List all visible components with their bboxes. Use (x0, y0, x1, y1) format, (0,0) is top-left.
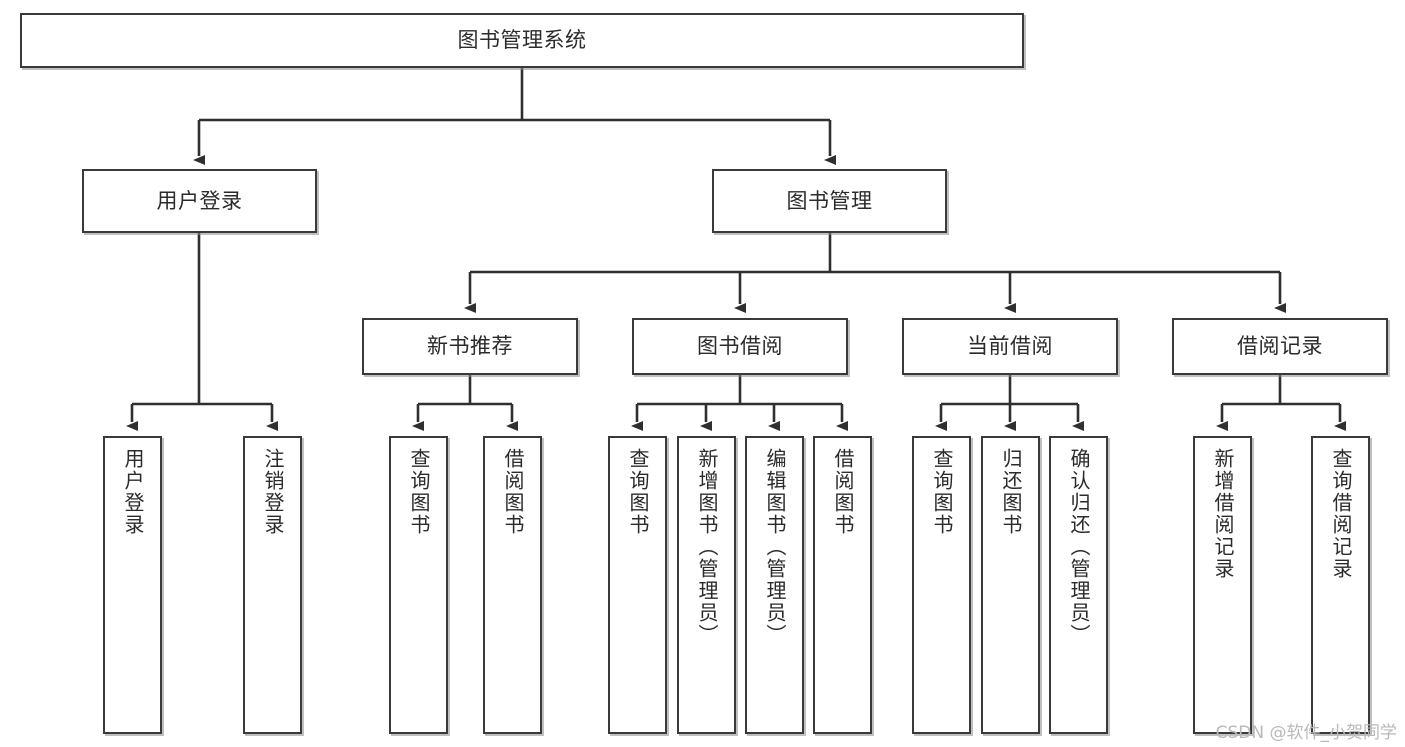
node-leaf-confirm-return[interactable]: 确认归还（管理员） (1049, 436, 1108, 734)
csdn-watermark: CSDN @软件_小贺同学 (1215, 723, 1397, 743)
node-leaf-add-book-label: 新增图书（管理员） (695, 448, 719, 646)
node-leaf-confirm-return-label: 确认归还（管理员） (1067, 448, 1091, 646)
node-leaf-return-book-label: 归还图书 (999, 448, 1023, 536)
node-leaf-return-book[interactable]: 归还图书 (981, 436, 1040, 734)
node-leaf-query-book-2[interactable]: 查询图书 (608, 436, 667, 734)
node-leaf-user-login[interactable]: 用户登录 (103, 436, 162, 734)
node-leaf-borrow-book-2-label: 借阅图书 (831, 448, 855, 536)
node-leaf-query-book-3-label: 查询图书 (930, 448, 954, 536)
node-leaf-query-book-3[interactable]: 查询图书 (912, 436, 971, 734)
node-new-book-rec-label: 新书推荐 (427, 334, 513, 359)
node-new-book-rec[interactable]: 新书推荐 (362, 318, 578, 375)
node-root[interactable]: 图书管理系统 (20, 13, 1024, 68)
node-book-borrow[interactable]: 图书借阅 (632, 318, 848, 375)
node-borrow-record-label: 借阅记录 (1237, 334, 1323, 359)
node-leaf-query-book-1-label: 查询图书 (407, 448, 431, 536)
node-borrow-record[interactable]: 借阅记录 (1172, 318, 1388, 375)
node-current-borrow[interactable]: 当前借阅 (902, 318, 1118, 375)
node-book-borrow-label: 图书借阅 (697, 334, 783, 359)
node-leaf-borrow-book-1[interactable]: 借阅图书 (483, 436, 542, 734)
node-leaf-query-book-2-label: 查询图书 (626, 448, 650, 536)
node-leaf-query-book-1[interactable]: 查询图书 (389, 436, 448, 734)
node-root-label: 图书管理系统 (457, 28, 587, 53)
node-leaf-edit-book-label: 编辑图书（管理员） (763, 448, 787, 646)
node-leaf-query-record-label: 查询借阅记录 (1329, 448, 1353, 580)
node-leaf-user-logout[interactable]: 注销登录 (243, 436, 302, 734)
node-leaf-user-login-label: 用户登录 (121, 448, 145, 536)
node-current-borrow-label: 当前借阅 (967, 334, 1053, 359)
node-leaf-user-logout-label: 注销登录 (261, 448, 285, 536)
node-leaf-add-record-label: 新增借阅记录 (1211, 448, 1235, 580)
node-leaf-edit-book[interactable]: 编辑图书（管理员） (745, 436, 804, 734)
node-user-login-label: 用户登录 (156, 188, 243, 213)
node-leaf-borrow-book-1-label: 借阅图书 (501, 448, 525, 536)
node-leaf-add-record[interactable]: 新增借阅记录 (1193, 436, 1252, 734)
node-leaf-borrow-book-2[interactable]: 借阅图书 (813, 436, 872, 734)
node-book-manage-label: 图书管理 (786, 188, 873, 213)
node-book-manage[interactable]: 图书管理 (712, 169, 947, 233)
node-leaf-add-book[interactable]: 新增图书（管理员） (677, 436, 736, 734)
node-leaf-query-record[interactable]: 查询借阅记录 (1311, 436, 1370, 734)
node-user-login[interactable]: 用户登录 (82, 169, 317, 233)
